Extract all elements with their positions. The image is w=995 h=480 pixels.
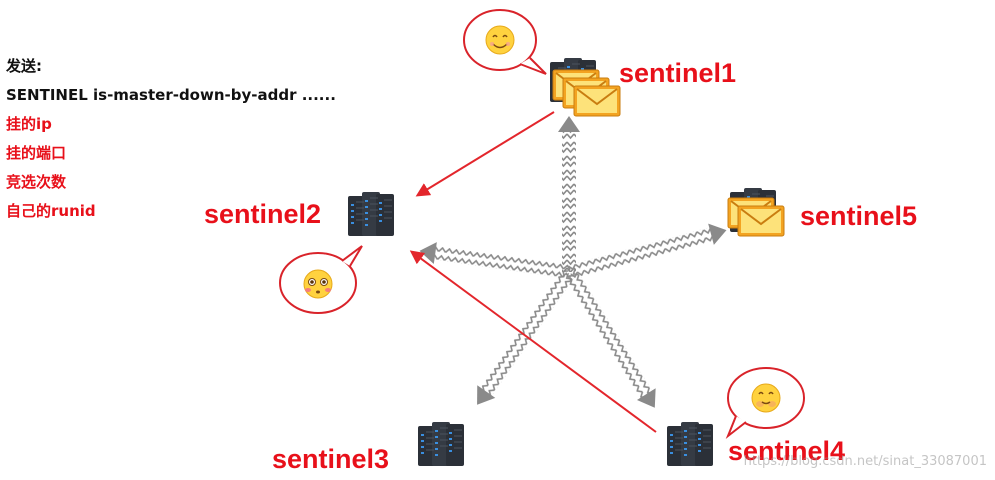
info-item-port: 挂的端口	[6, 144, 67, 162]
envelope-icon	[552, 69, 621, 117]
sentinel1-label: sentinel1	[619, 58, 737, 88]
speech-bubble-sentinel2	[279, 245, 363, 314]
info-command: SENTINEL is-master-down-by-addr ......	[6, 86, 336, 104]
sentinel2-label: sentinel2	[204, 199, 322, 229]
zigzag-link-to-sentinel2	[419, 242, 571, 279]
server-icon	[347, 191, 395, 237]
message-content-panel: 发送: SENTINEL is-master-down-by-addr ....…	[6, 52, 336, 226]
giggle-emoji-icon	[751, 383, 781, 413]
zigzag-link-to-sentinel1	[558, 116, 580, 272]
server-icon	[666, 421, 714, 467]
zigzag-link-to-sentinel4	[564, 268, 656, 408]
watermark: https://blog.csdn.net/sinat_33087001	[743, 454, 987, 469]
info-heading: 发送:	[6, 57, 42, 75]
vote-request-arrow-from-sentinel4	[409, 250, 657, 433]
vote-request-arrow-from-sentinel1	[415, 111, 555, 197]
sentinel5-label: sentinel5	[800, 201, 918, 231]
server-icon	[417, 421, 465, 467]
speech-bubble-sentinel1	[463, 9, 547, 75]
gossip-links	[419, 116, 727, 408]
info-item-epoch: 竞选次数	[6, 173, 67, 191]
sentinel3-label: sentinel3	[272, 444, 390, 474]
info-item-runid: 自己的runid	[6, 202, 96, 220]
smile-emoji-icon	[485, 25, 515, 55]
speech-bubble-sentinel4	[725, 367, 805, 440]
zigzag-link-to-sentinel3	[477, 267, 576, 405]
blush-emoji-icon	[303, 269, 333, 299]
sentinel4-label: sentinel4	[728, 436, 846, 466]
info-item-ip: 挂的ip	[6, 115, 52, 133]
zigzag-link-to-sentinel5	[568, 223, 727, 279]
